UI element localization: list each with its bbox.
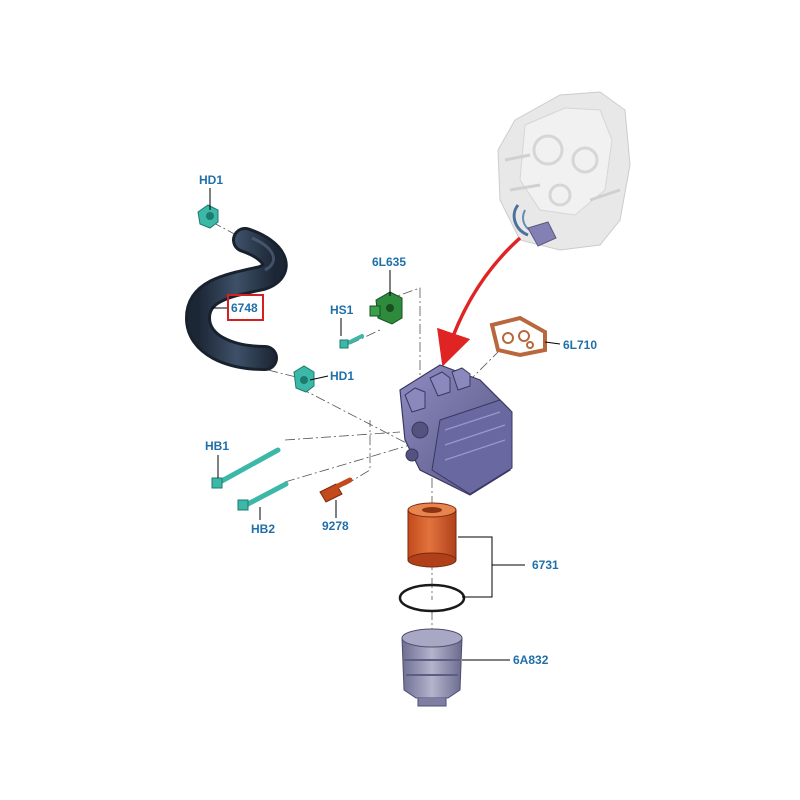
label-hb2: HB2 xyxy=(251,522,275,536)
coolant-hose-6748 xyxy=(184,227,288,371)
label-6l710: 6L710 xyxy=(563,338,597,352)
label-6l635: 6L635 xyxy=(372,255,406,269)
label-hd1-bottom: HD1 xyxy=(330,369,354,383)
hose-clip-hd1-bottom xyxy=(293,365,315,393)
screw-hs1 xyxy=(339,334,364,349)
engine-block-image xyxy=(497,91,631,251)
bolt-hb2 xyxy=(237,481,289,511)
oil-filter-element-6731 xyxy=(407,502,457,568)
label-hb1: HB1 xyxy=(205,439,229,453)
location-arrow xyxy=(437,236,522,367)
highlight-box-6748 xyxy=(227,294,264,321)
o-ring xyxy=(398,583,466,613)
leader-lines xyxy=(209,188,561,661)
gasket-6l710 xyxy=(489,315,547,358)
label-6731: 6731 xyxy=(532,558,559,572)
label-9278: 9278 xyxy=(322,519,349,533)
label-hd1-top: HD1 xyxy=(199,173,223,187)
bracket-6731 xyxy=(458,536,525,598)
sensor-6l635 xyxy=(369,291,403,325)
label-6a832: 6A832 xyxy=(513,653,549,667)
bolt-hb1 xyxy=(211,447,281,489)
label-6748: 6748 xyxy=(231,301,258,315)
oil-filter-cap-6a832 xyxy=(401,628,463,707)
oil-filter-housing xyxy=(399,364,513,496)
hose-clip-hd1-top xyxy=(197,204,219,229)
label-hs1: HS1 xyxy=(330,303,354,317)
drain-plug-9278 xyxy=(319,477,353,503)
